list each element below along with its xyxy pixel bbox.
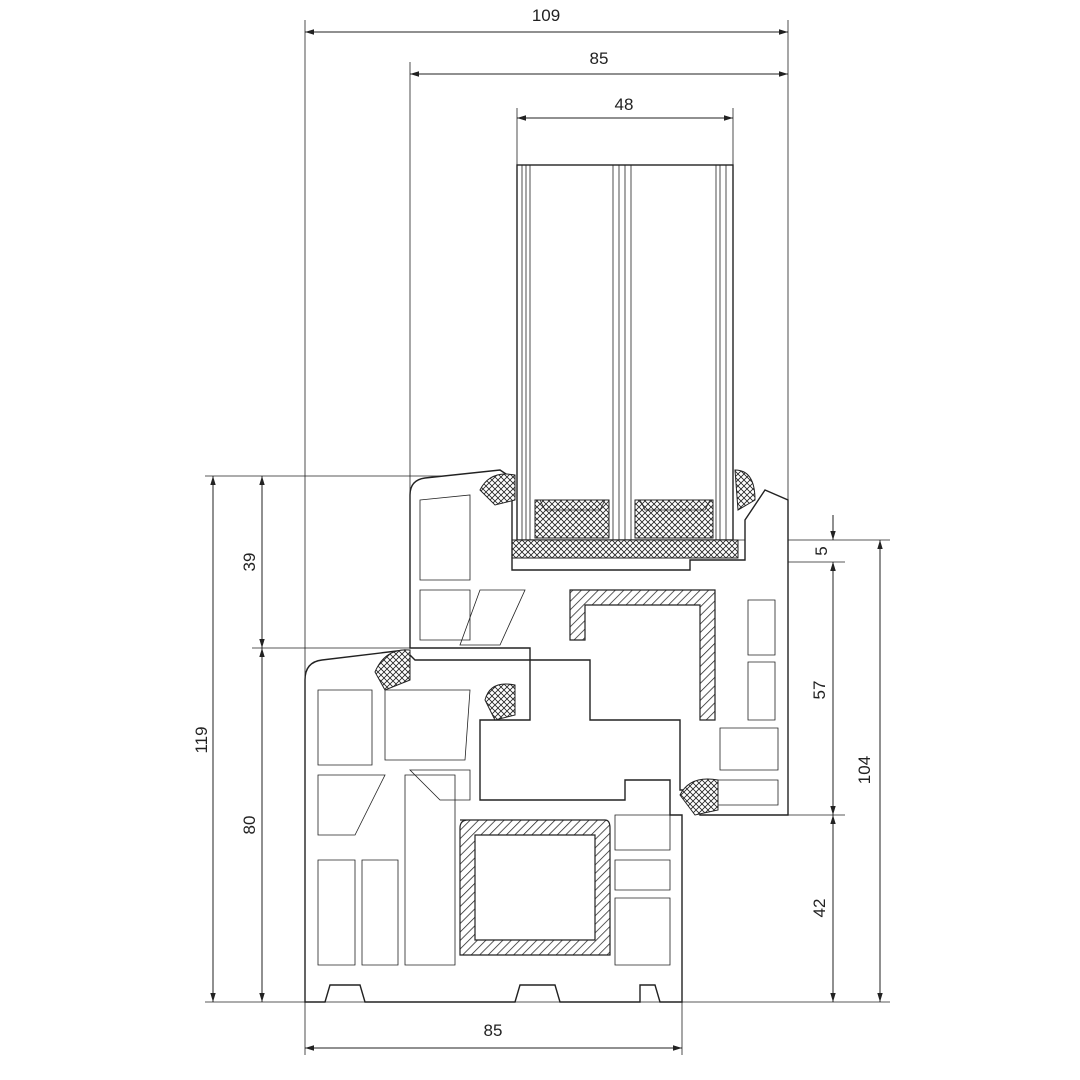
glazing-block bbox=[511, 539, 739, 559]
frame-profile bbox=[304, 649, 719, 1003]
sash-profile bbox=[409, 469, 789, 816]
dim-sash-width: 85 bbox=[590, 49, 609, 68]
frame-gasket-outer bbox=[374, 649, 411, 691]
dimension-lines bbox=[210, 29, 883, 1051]
spacer-right bbox=[634, 499, 714, 539]
dim-overall-height: 119 bbox=[192, 726, 211, 753]
frame-gasket-middle bbox=[484, 683, 516, 721]
dim-sash-visible-height: 39 bbox=[240, 553, 259, 572]
dim-glass-rebate: 5 bbox=[812, 546, 831, 555]
sash-steel-reinforcement bbox=[569, 589, 716, 721]
dim-total-right-height: 104 bbox=[855, 756, 874, 784]
dim-glass-thickness: 48 bbox=[615, 95, 634, 114]
spacer-left bbox=[534, 499, 610, 539]
dim-frame-width: 85 bbox=[484, 1021, 503, 1040]
sash-gasket-inner bbox=[734, 469, 756, 511]
triple-glazing-unit bbox=[511, 164, 739, 559]
dim-sash-height: 57 bbox=[810, 681, 829, 700]
sash-gasket-outer bbox=[479, 473, 516, 506]
frame-gasket-inner bbox=[679, 778, 719, 816]
dimension-labels: 109 85 48 39 119 80 5 57 104 42 85 bbox=[192, 6, 874, 1040]
dim-frame-height-left: 80 bbox=[240, 816, 259, 835]
dim-frame-height-right: 42 bbox=[810, 899, 829, 918]
dim-overall-width: 109 bbox=[532, 6, 560, 25]
frame-steel-reinforcement bbox=[459, 819, 611, 956]
